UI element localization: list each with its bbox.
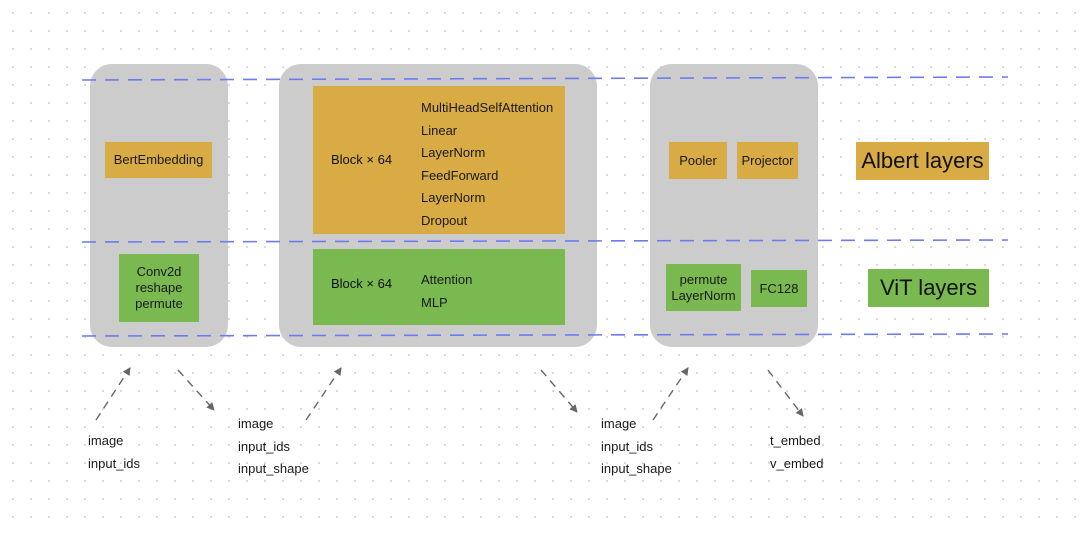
projector-label: Projector — [741, 152, 794, 168]
permute-label: permute — [679, 271, 728, 287]
permute-label: permute — [135, 296, 183, 311]
bert-embedding-box: BertEmbedding — [105, 142, 212, 178]
input-label-group: image input_ids input_shape — [238, 413, 309, 481]
fc128-box: FC128 — [751, 270, 807, 307]
arrow-out-icon — [177, 369, 215, 411]
io-label: image — [601, 416, 637, 431]
conv2d-box: Conv2d reshape permute — [119, 254, 199, 322]
arrow-out-icon — [767, 369, 804, 417]
io-label: input_shape — [601, 461, 672, 476]
io-label: v_embed — [770, 455, 824, 471]
io-label: t_embed — [770, 433, 821, 448]
input-label-group: image input_ids — [88, 430, 140, 475]
vit-layer-list: Attention MLP — [421, 269, 472, 314]
vit-layer-item: Attention — [421, 272, 473, 287]
vit-layers-legend: ViT layers — [868, 269, 989, 307]
fc128-label: FC128 — [759, 280, 799, 296]
vit-block-label: Block × 64 — [331, 276, 393, 291]
io-label: image — [238, 416, 274, 431]
arrow-in-icon — [305, 367, 342, 421]
io-label: input_ids — [601, 438, 654, 454]
albert-block-label: Block × 64 — [331, 152, 393, 167]
io-label: input_ids — [88, 455, 141, 471]
albert-layer-item: FeedForward — [421, 167, 499, 183]
albert-layer-item: MultiHeadSelfAttention — [421, 100, 554, 115]
reshape-label: reshape — [135, 280, 183, 295]
albert-layer-item: Linear — [421, 122, 458, 138]
arrow-in-icon — [95, 367, 131, 421]
permute-layernorm-box: permute LayerNorm — [666, 264, 741, 311]
conv2d-label: Conv2d — [136, 264, 182, 279]
vit-layers-legend-label: ViT layers — [879, 275, 977, 300]
albert-layers-legend: Albert layers — [856, 142, 989, 180]
albert-layer-list: MultiHeadSelfAttention Linear LayerNorm … — [421, 97, 553, 232]
albert-layers-legend-label: Albert layers — [861, 148, 984, 173]
output-label-group: t_embed v_embed — [770, 430, 823, 475]
bert-embedding-label: BertEmbedding — [113, 152, 204, 167]
arrow-out-icon — [540, 369, 578, 413]
albert-layer-item: LayerNorm — [421, 190, 486, 205]
albert-block-box: Block × 64 MultiHeadSelfAttention Linear… — [313, 86, 565, 234]
input-label-group: image input_ids input_shape — [601, 413, 672, 481]
albert-layer-item: LayerNorm — [421, 145, 486, 160]
vit-layer-item: MLP — [421, 294, 448, 310]
io-label: image — [88, 433, 124, 448]
io-label: input_ids — [238, 438, 291, 454]
layernorm-label: LayerNorm — [671, 287, 736, 303]
vit-block-box: Block × 64 Attention MLP — [313, 249, 565, 325]
pooler-label: Pooler — [679, 152, 717, 168]
io-label: input_shape — [238, 461, 309, 476]
pooler-box: Pooler — [669, 142, 727, 179]
albert-layer-item: Dropout — [421, 212, 468, 228]
projector-box: Projector — [737, 142, 798, 179]
